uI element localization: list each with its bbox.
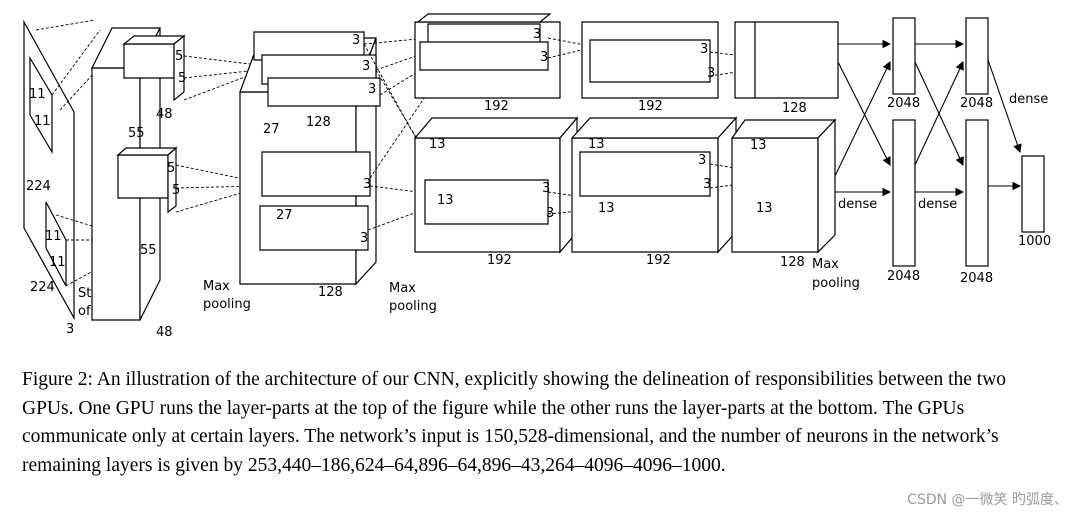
fc7-top-size: 2048: [960, 96, 993, 111]
conv3-size-bottom: 13: [437, 193, 454, 208]
conv4-size-bottom: 13: [598, 201, 615, 216]
conv3-depth-top: 192: [484, 99, 509, 114]
conv4-depth-bottom: 192: [646, 253, 671, 268]
dense-label-2: dense: [918, 197, 957, 212]
caption-text: An illustration of the architecture of o…: [22, 369, 1007, 476]
max-pooling-1-line1: Max: [203, 279, 230, 294]
conv1-size-bottom: 55: [140, 243, 157, 258]
max-pooling-1-line2: pooling: [203, 297, 251, 312]
conv1-kernel-5a: 5: [175, 49, 183, 64]
conv4-kernel-3c: 3: [698, 153, 706, 168]
max-pooling-3-line2: pooling: [812, 276, 860, 291]
caption-label: Figure 2:: [22, 369, 93, 390]
dense-label-1: dense: [838, 197, 877, 212]
conv5-layer: 13 13 128 128: [730, 21, 839, 270]
conv5-depth-top: 128: [782, 101, 807, 116]
conv4-kernel-3a: 3: [700, 42, 708, 57]
conv4-depth-top: 192: [638, 99, 663, 114]
max-pooling-2-line2: pooling: [389, 299, 437, 314]
conv1-kernel-5b: 5: [178, 71, 186, 86]
conv2-kernel-3e: 3: [360, 231, 368, 246]
conv3-kernel-3a: 3: [533, 27, 541, 42]
figure-caption: Figure 2: An illustration of the archite…: [22, 366, 1062, 480]
conv1-kernel-5d: 5: [172, 183, 180, 198]
kernel-size-11d: 11: [49, 255, 66, 270]
conv3-depth-bottom: 192: [487, 253, 512, 268]
conv3-kernel-3b: 3: [540, 50, 548, 65]
conv4-kernel-3b: 3: [707, 66, 715, 81]
alexnet-architecture-diagram: 224 224 11 11 11 11 3 Stride of 4 55 55 …: [23, 13, 1051, 340]
conv2-depth-top: 128: [306, 115, 331, 130]
conv5-depth-bottom: 128: [780, 255, 805, 270]
conv2-kernel-3b: 3: [362, 59, 370, 74]
watermark: CSDN @一微笑 旳弧度、: [907, 492, 1068, 508]
fully-connected-layers: 2048 2048 2048 2048 1000 dense dense den…: [834, 17, 1051, 286]
conv2-kernel-3a: 3: [352, 33, 360, 48]
fc6-bottom-size: 2048: [887, 269, 920, 284]
conv1-size-top: 55: [128, 126, 145, 141]
conv1-depth-top: 48: [156, 107, 173, 122]
conv2-size-top: 27: [263, 122, 280, 137]
conv1-layer: 55 55 5 5 5 5 48 48: [91, 27, 259, 340]
fc7-bottom-size: 2048: [960, 271, 993, 286]
conv5-size-bottom: 13: [756, 201, 773, 216]
max-pooling-2-line1: Max: [389, 281, 416, 296]
kernel-size-11b: 11: [34, 114, 51, 129]
kernel-size-11a: 11: [29, 87, 46, 102]
fc6-top-size: 2048: [887, 96, 920, 111]
conv3-size-top: 13: [429, 137, 446, 152]
input-size-bottom: 224: [30, 280, 55, 295]
input-channels: 3: [66, 322, 74, 337]
conv2-layer: 27 27 3 3 3 3 3 128 128: [239, 31, 451, 300]
conv2-kernel-3c: 3: [368, 82, 376, 97]
conv3-layer: 13 13 3 3 3 3 192 192: [413, 13, 633, 268]
conv4-size-top: 13: [588, 137, 605, 152]
kernel-size-11c: 11: [45, 229, 62, 244]
conv4-kernel-3d: 3: [703, 177, 711, 192]
conv2-size-bottom: 27: [276, 208, 293, 223]
conv4-layer: 13 13 3 3 3 3 192 192: [570, 21, 791, 268]
conv2-kernel-3d: 3: [363, 177, 371, 192]
conv2-depth-bottom: 128: [318, 285, 343, 300]
conv3-kernel-3c: 3: [542, 181, 550, 196]
max-pooling-3-line1: Max: [812, 257, 839, 272]
dense-label-3: dense: [1009, 92, 1048, 107]
conv1-kernel-5c: 5: [167, 161, 175, 176]
conv1-depth-bottom: 48: [156, 325, 173, 340]
input-size-top: 224: [26, 179, 51, 194]
conv5-size-top: 13: [750, 138, 767, 153]
output-size: 1000: [1018, 234, 1051, 249]
